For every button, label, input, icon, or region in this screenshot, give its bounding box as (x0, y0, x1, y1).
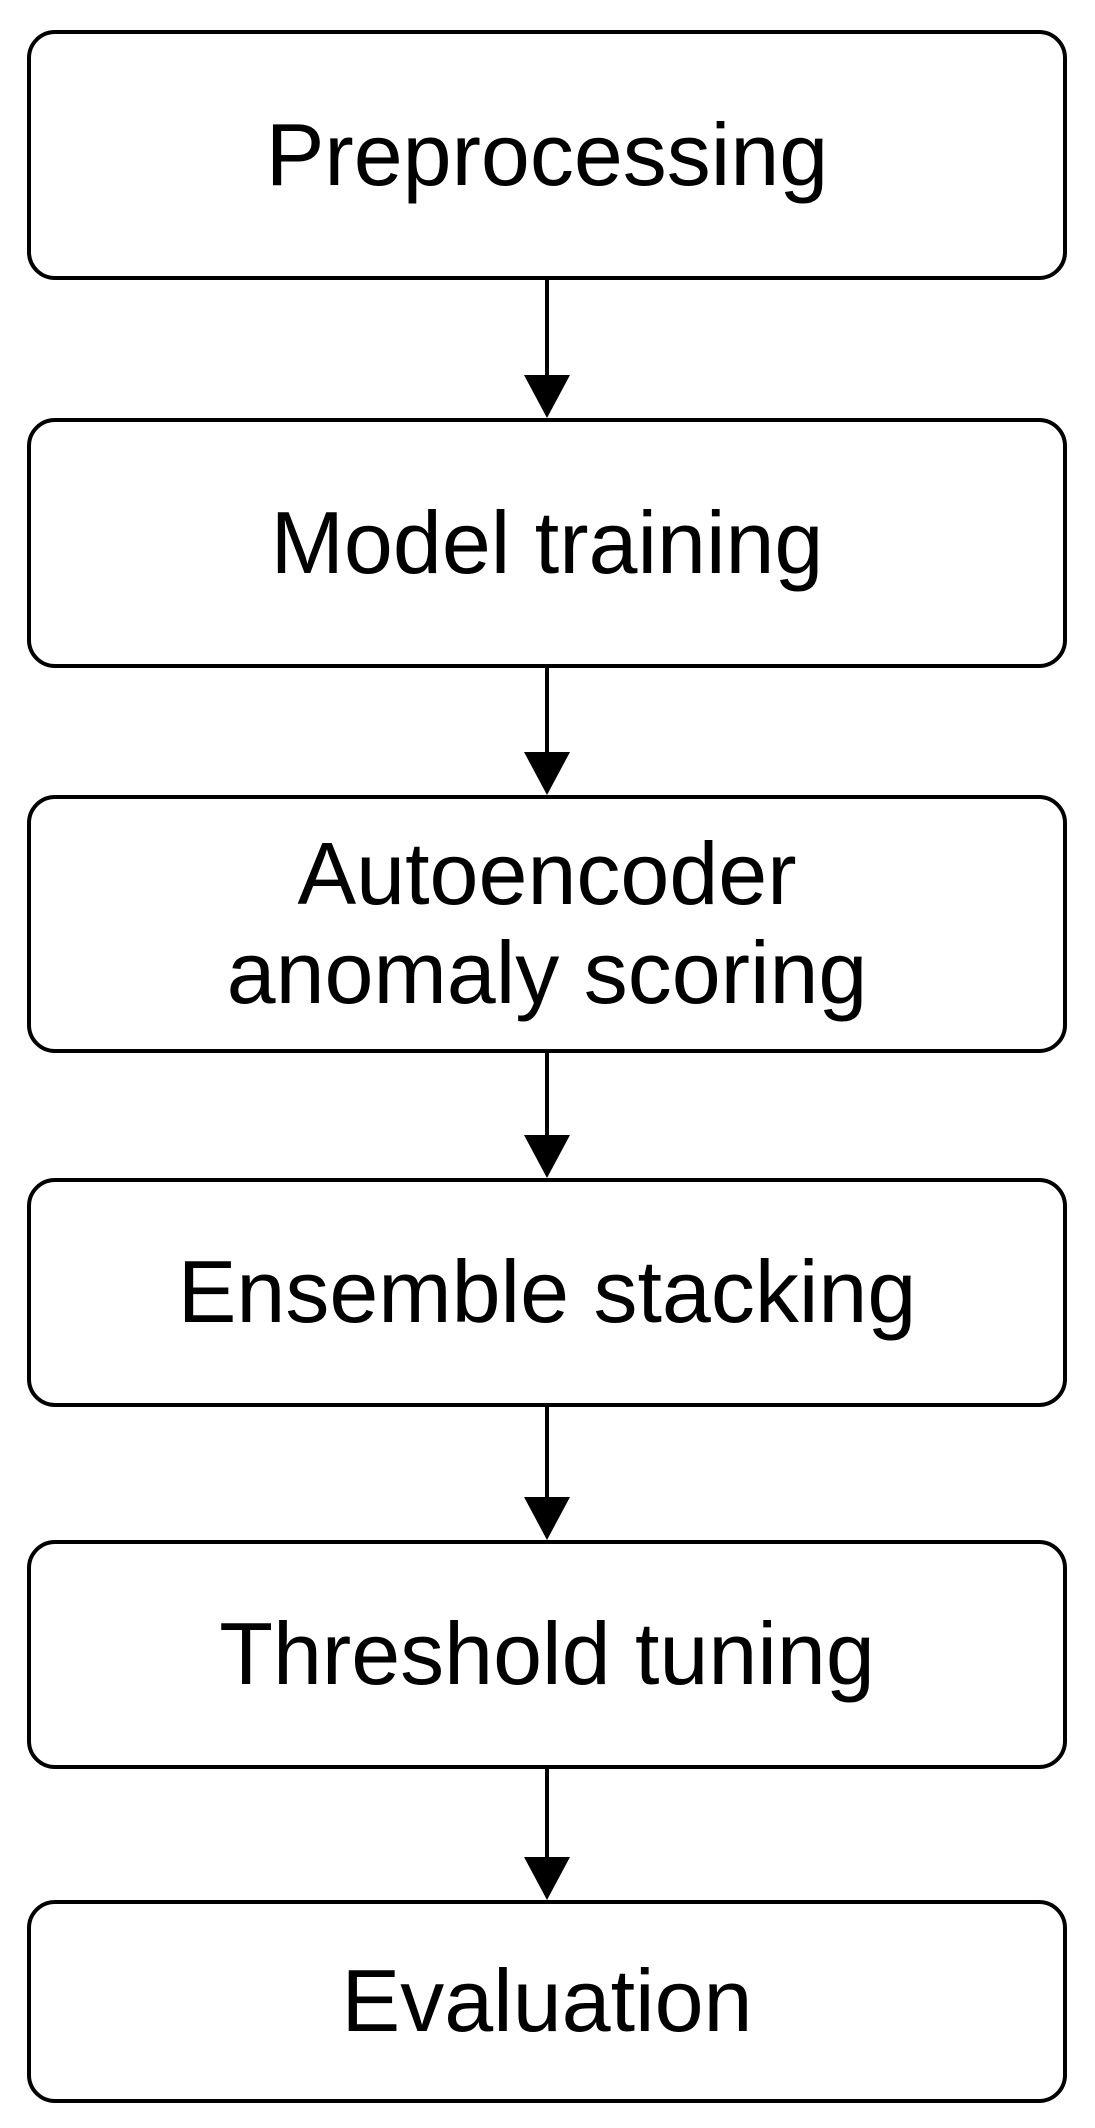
step-box-evaluation: Evaluation (27, 1900, 1067, 2103)
arrow-5-to-6 (524, 1769, 570, 1900)
arrow-3-to-4 (524, 1053, 570, 1178)
step-box-autoencoder-anomaly-scoring: Autoencoder anomaly scoring (27, 795, 1067, 1053)
step-label: Preprocessing (265, 104, 829, 204)
arrow-1-to-2 (524, 280, 570, 418)
step-label: Model training (270, 492, 824, 592)
step-label: Ensemble stacking (177, 1242, 917, 1342)
step-box-model-training: Model training (27, 418, 1067, 668)
step-box-ensemble-stacking: Ensemble stacking (27, 1178, 1067, 1407)
step-label: Autoencoder anomaly scoring (226, 824, 868, 1022)
step-label: Threshold tuning (219, 1604, 875, 1704)
step-box-preprocessing: Preprocessing (27, 30, 1067, 280)
step-box-threshold-tuning: Threshold tuning (27, 1540, 1067, 1769)
arrow-2-to-3 (524, 668, 570, 795)
step-label: Evaluation (341, 1951, 753, 2051)
arrow-4-to-5 (524, 1407, 570, 1540)
